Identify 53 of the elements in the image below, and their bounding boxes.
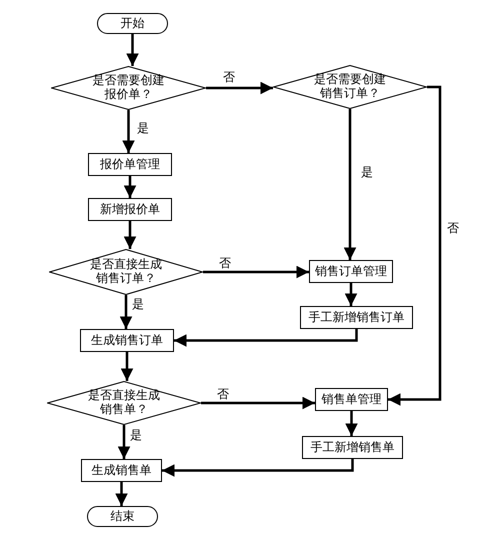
arrow <box>120 352 134 381</box>
process-box <box>315 388 388 411</box>
node-text: 是否需要创建报价单？ <box>92 74 166 102</box>
edge-label: 否 <box>218 256 232 270</box>
node-text: 开始 <box>120 16 144 30</box>
edge-label: 否 <box>222 70 236 84</box>
arrow <box>388 86 442 406</box>
terminal-shape <box>87 506 158 527</box>
arrow <box>126 34 139 66</box>
decision-diamond <box>273 65 427 109</box>
arrow <box>344 109 356 260</box>
node-text: 销售订单管理 <box>315 264 387 278</box>
node-text: 销售单管理 <box>322 392 382 406</box>
process-box <box>300 306 413 329</box>
process-box <box>309 260 393 283</box>
arrow <box>162 459 354 477</box>
node-text: 新增报价单 <box>100 202 160 216</box>
decision-diamond <box>49 249 203 295</box>
arrow <box>174 329 358 347</box>
arrow <box>344 283 358 306</box>
arrow <box>201 396 315 410</box>
node-text: 生成销售订单 <box>91 334 163 348</box>
arrow <box>120 295 132 329</box>
node-text: 生成销售单 <box>92 464 152 478</box>
node-text: 是否需要创建销售订单？ <box>313 73 387 101</box>
edge-label: 否 <box>216 387 230 401</box>
arrow <box>118 425 130 459</box>
node-text: 手工新增销售单 <box>310 440 394 454</box>
process-box <box>88 153 172 176</box>
edge-label: 是 <box>360 165 374 179</box>
edge-label: 是 <box>129 428 143 442</box>
arrow <box>115 482 128 506</box>
node-text: 报价单管理 <box>100 158 160 172</box>
node-text: 手工新增销售订单 <box>308 310 404 324</box>
arrow <box>203 266 309 278</box>
decision-diamond <box>51 66 206 110</box>
arrow <box>124 221 136 249</box>
process-box <box>88 198 172 221</box>
arrow <box>122 110 135 153</box>
decision-diamond <box>47 381 201 425</box>
process-box <box>302 436 403 459</box>
arrow <box>345 411 358 436</box>
edge-label: 否 <box>446 221 460 235</box>
process-box <box>81 459 162 482</box>
arrow <box>206 82 273 94</box>
node-text: 是否直接生成销售订单？ <box>89 258 163 286</box>
arrow <box>124 176 136 198</box>
edge-label: 是 <box>131 297 145 311</box>
terminal-shape <box>97 13 168 34</box>
edge-label: 是 <box>136 121 150 135</box>
node-text: 结束 <box>110 510 134 524</box>
process-box <box>80 329 174 352</box>
node-text: 是否直接生成销售单？ <box>87 389 161 417</box>
